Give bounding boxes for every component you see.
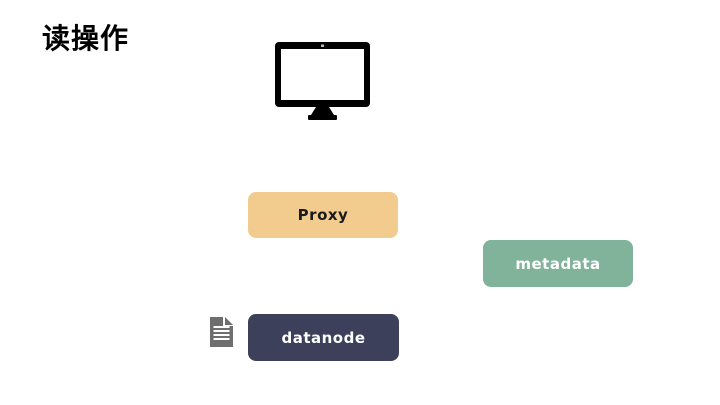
proxy-node: Proxy (248, 192, 398, 238)
datanode-node: datanode (248, 314, 399, 361)
metadata-node: metadata (483, 240, 633, 287)
datanode-node-label: datanode (281, 328, 366, 347)
camera-dot-icon (321, 44, 324, 47)
page-title: 读操作 (42, 22, 130, 55)
monitor-icon (275, 42, 370, 120)
proxy-node-label: Proxy (297, 206, 349, 224)
metadata-node-label: metadata (515, 254, 601, 273)
document-icon (210, 317, 233, 347)
client-monitor (275, 42, 370, 120)
file-document (210, 317, 233, 347)
